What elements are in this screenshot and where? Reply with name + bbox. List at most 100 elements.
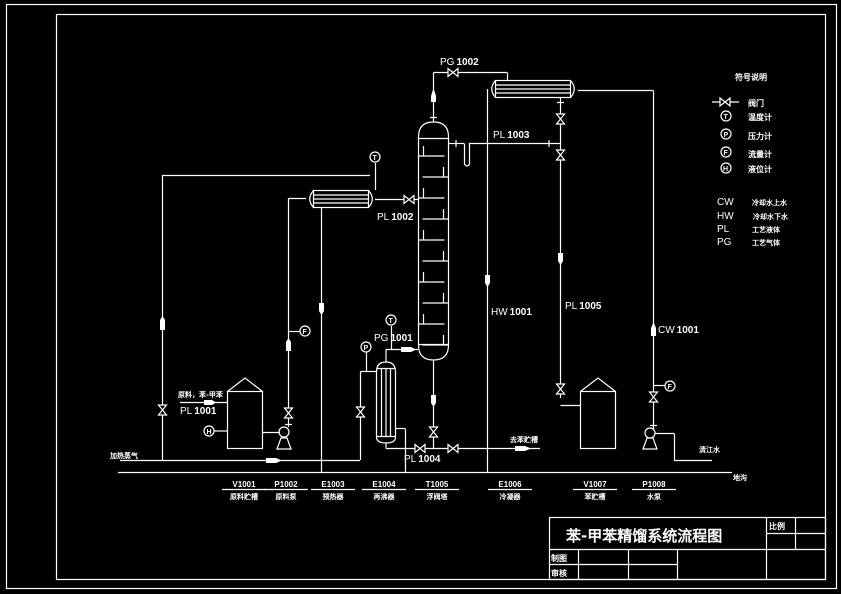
flow-meter-icon: F <box>288 325 311 337</box>
legend-code: HW <box>717 211 734 222</box>
equipment-name: 冷凝器 <box>500 492 522 501</box>
svg-text:F: F <box>303 329 308 336</box>
feed-tank-V1001[interactable] <box>226 377 264 450</box>
equipment-id: E1004 <box>372 480 396 489</box>
pressure-gauge-icon: P <box>360 341 372 371</box>
svg-text:P: P <box>724 132 729 139</box>
condenser-E1006[interactable] <box>491 79 575 99</box>
equipment-name: 浮阀塔 <box>427 492 449 501</box>
preheater-E1003[interactable] <box>309 189 373 209</box>
svg-text:H: H <box>207 429 212 436</box>
flow-arrow-icon <box>319 303 324 315</box>
valve-icon[interactable] <box>403 194 415 205</box>
feed-pump-P1002[interactable] <box>262 418 293 450</box>
legend: 符号说明 阀门 T 温度计 P 压力计 F 流量计 H 液位计 CW 冷却水上水… <box>712 72 789 248</box>
flow-arrow-icon <box>401 347 416 352</box>
equipment-id: V1001 <box>232 480 256 489</box>
drawn-by-label: 制图 <box>551 553 567 563</box>
flow-arrow-icon <box>286 338 291 351</box>
title-block: 苯-甲苯精馏系统流程图 比例 制图 审核 <box>548 516 827 581</box>
reboiler-E1004[interactable] <box>375 361 397 444</box>
valve-icon[interactable] <box>555 383 566 395</box>
svg-text:P: P <box>364 345 369 352</box>
equipment-name: 预热器 <box>323 492 345 501</box>
legend-label: 液位计 <box>748 164 772 174</box>
valve-icon <box>712 97 739 107</box>
legend-heading: 符号说明 <box>735 72 767 82</box>
drawing-title: 苯-甲苯精馏系统流程图 <box>565 527 722 545</box>
column-tray <box>422 209 449 220</box>
svg-text:T: T <box>389 318 394 325</box>
heating-steam-label: 加热蒸气 <box>109 451 138 460</box>
legend-label: 阀门 <box>748 98 764 108</box>
to-benzene-tank-label: 去苯贮槽 <box>510 435 538 444</box>
checked-by-label: 审核 <box>551 568 567 578</box>
legend-label: 冷却水下水 <box>753 212 789 221</box>
flow-meter-icon: F <box>720 146 732 158</box>
flow-arrow-icon <box>515 446 531 451</box>
svg-text:H: H <box>723 166 728 173</box>
clear-water-label: 清江水 <box>699 445 721 454</box>
distillation-column-T1005[interactable] <box>417 121 450 361</box>
equipment-name: 水泵 <box>647 492 661 501</box>
equipment-name: 再沸器 <box>374 492 396 501</box>
valve-icon[interactable] <box>283 407 294 419</box>
flow-meter-icon: F <box>653 380 676 392</box>
svg-text:F: F <box>668 384 673 391</box>
valve-icon[interactable] <box>648 391 659 403</box>
level-gauge-icon: H <box>720 162 732 174</box>
valve-icon[interactable] <box>428 426 439 438</box>
outer-frame <box>5 3 838 590</box>
inner-frame <box>55 13 827 581</box>
equipment-id: P1002 <box>274 480 298 489</box>
equipment-label-V1001: V1001 原料贮槽 <box>222 480 266 501</box>
column-tray <box>418 230 445 241</box>
equipment-id: E1003 <box>321 480 345 489</box>
valve-icon[interactable] <box>555 113 566 125</box>
column-tray <box>422 167 449 178</box>
benzene-tank-V1007[interactable] <box>579 377 617 450</box>
valve-icon[interactable] <box>414 443 426 454</box>
equipment-name: 苯贮槽 <box>584 492 606 501</box>
water-pump-P1008[interactable] <box>642 424 674 450</box>
column-tray <box>422 335 449 346</box>
column-tray <box>418 188 445 199</box>
drain-label: 地沟 <box>733 473 747 482</box>
valve-icon[interactable] <box>447 67 459 78</box>
heating-steam-line: 加热蒸气 <box>109 451 360 463</box>
valve-icon[interactable] <box>157 404 168 416</box>
temperature-gauge-icon: T <box>720 110 732 122</box>
column-tray <box>418 272 445 283</box>
equipment-label-E1003: E1003 预热器 <box>311 480 355 501</box>
valve-icon[interactable] <box>555 149 566 161</box>
equipment-id: V1007 <box>583 480 607 489</box>
valve-icon[interactable] <box>355 406 366 418</box>
flow-arrow-icon <box>651 322 656 336</box>
column-tray <box>418 146 445 157</box>
legend-label: 流量计 <box>748 149 772 159</box>
svg-text:T: T <box>373 155 378 162</box>
feed-label: 原料，苯-甲苯 <box>178 390 224 399</box>
equipment-name: 原料贮槽 <box>230 492 258 501</box>
flow-arrow-icon <box>485 275 490 287</box>
column-tray <box>422 293 449 304</box>
svg-text:F: F <box>724 150 729 157</box>
legend-label: 冷却水上水 <box>752 198 788 207</box>
equipment-label-V1007: V1007 苯贮槽 <box>573 480 617 501</box>
legend-label: 压力计 <box>748 131 772 141</box>
valve-icon[interactable] <box>447 443 459 454</box>
